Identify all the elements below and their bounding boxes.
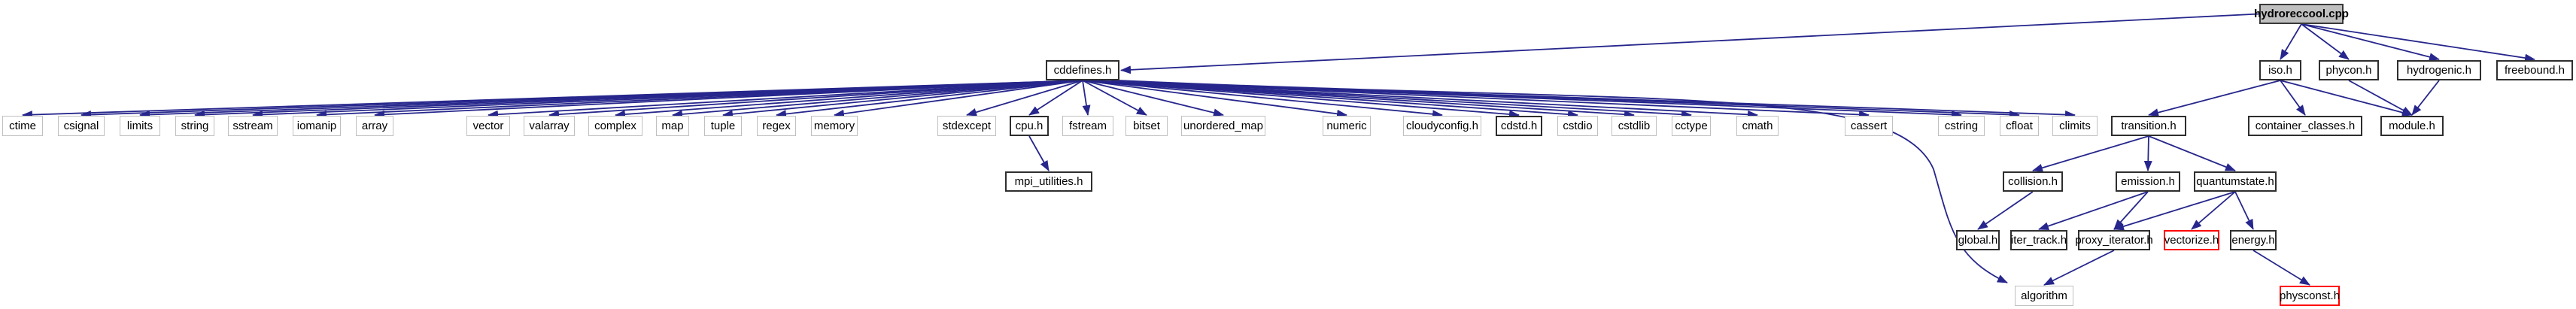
edge-phycon_h-module_h [2348, 80, 2413, 116]
edge-transition_h-emission_h [2143, 135, 2152, 171]
node-quantumstate_h[interactable]: quantumstate.h [2194, 171, 2277, 192]
edge-cddefines_h-cpu_h [1028, 80, 1083, 116]
edge-iso_h-container_classes_h [2280, 80, 2306, 116]
node-cloudyconfig_h: cloudyconfig.h [1403, 116, 1481, 136]
edge-hydroreccool_cpp-freebound_h [2301, 23, 2535, 62]
node-transition_h[interactable]: transition.h [2111, 116, 2186, 136]
edge-cddefines_h-stdexcept [966, 80, 1083, 117]
node-numeric: numeric [1323, 116, 1371, 136]
edge-collision_h-global_h [1977, 191, 2034, 230]
edge-cpu_h-mpi_utilities_h [1028, 135, 1050, 171]
node-csignal: csignal [58, 116, 105, 136]
node-container_classes_h[interactable]: container_classes.h [2248, 116, 2362, 136]
edge-cddefines_h-map [672, 80, 1083, 119]
node-climits: climits [2052, 116, 2098, 136]
edge-cddefines_h-array [374, 80, 1083, 119]
node-hydrogenic_h[interactable]: hydrogenic.h [2397, 60, 2481, 80]
node-freebound_h[interactable]: freebound.h [2496, 60, 2573, 80]
edge-cddefines_h-valarray [548, 80, 1083, 119]
node-array: array [356, 116, 393, 136]
edge-cddefines_h-cdstd_h [1082, 80, 1520, 119]
node-hydroreccool_cpp[interactable]: hydroreccool.cpp [2254, 4, 2349, 24]
edge-cddefines_h-numeric [1082, 80, 1347, 118]
edge-cddefines_h-cloudyconfig_h [1082, 80, 1443, 119]
node-unordered_map: unordered_map [1181, 116, 1265, 136]
edge-hydrogenic_h-module_h [2411, 80, 2440, 116]
edge-cddefines_h-regex [776, 80, 1083, 119]
edge-cddefines_h-complex [615, 80, 1083, 119]
node-vectorize_h[interactable]: vectorize.h [2164, 230, 2219, 250]
node-cfloat: cfloat [2000, 116, 2039, 136]
node-fstream: fstream [1062, 116, 1113, 136]
edge-cddefines_h-unordered_map [1082, 80, 1224, 117]
node-limits: limits [120, 116, 160, 136]
edge-cddefines_h-memory [834, 80, 1083, 118]
edge-iso_h-module_h [2280, 80, 2413, 117]
edge-hydroreccool_cpp-hydrogenic_h [2301, 23, 2440, 62]
node-mpi_utilities_h[interactable]: mpi_utilities.h [1005, 171, 1092, 192]
edge-cddefines_h-bitset [1082, 80, 1147, 116]
node-iso_h[interactable]: iso.h [2259, 60, 2301, 80]
edge-hydroreccool_cpp-iso_h [2280, 23, 2302, 60]
node-cdstd_h[interactable]: cdstd.h [1496, 116, 1542, 136]
node-energy_h[interactable]: energy.h [2230, 230, 2277, 250]
node-regex: regex [757, 116, 796, 136]
node-module_h[interactable]: module.h [2380, 116, 2444, 136]
edge-transition_h-collision_h [2032, 135, 2149, 172]
node-cstdio: cstdio [1557, 116, 1598, 136]
node-iter_track_h[interactable]: iter_track.h [2010, 230, 2067, 250]
node-iomanip: iomanip [293, 116, 341, 136]
node-algorithm: algorithm [2015, 286, 2073, 306]
node-phycon_h[interactable]: phycon.h [2319, 60, 2379, 80]
node-emission_h[interactable]: emission.h [2116, 171, 2180, 192]
node-physconst_h[interactable]: physconst.h [2280, 286, 2340, 306]
edge-quantumstate_h-vectorize_h [2191, 191, 2236, 230]
edge-hydroreccool_cpp-cddefines_h [1120, 13, 2260, 74]
node-cctype: cctype [1672, 116, 1711, 136]
edge-cddefines_h-tuple [722, 80, 1083, 119]
node-sstream: sstream [228, 116, 278, 136]
node-collision_h[interactable]: collision.h [2003, 171, 2063, 192]
edge-proxy_iterator_h-algorithm [2043, 250, 2115, 286]
edge-cddefines_h-fstream [1082, 80, 1091, 116]
node-cddefines_h[interactable]: cddefines.h [1046, 60, 1119, 80]
edge-hydroreccool_cpp-phycon_h [2301, 23, 2350, 60]
node-cassert: cassert [1845, 116, 1893, 136]
node-complex: complex [588, 116, 642, 136]
edge-energy_h-physconst_h [2252, 250, 2310, 286]
node-proxy_iterator_h[interactable]: proxy_iterator.h [2075, 230, 2153, 250]
node-valarray: valarray [524, 116, 575, 136]
node-cmath: cmath [1736, 116, 1779, 136]
node-tuple: tuple [704, 116, 742, 136]
node-memory: memory [811, 116, 858, 136]
node-vector: vector [466, 116, 510, 136]
edge-quantumstate_h-proxy_iterator_h [2113, 191, 2236, 231]
node-map: map [656, 116, 689, 136]
node-global_h[interactable]: global.h [1956, 230, 2000, 250]
edge-iso_h-transition_h [2148, 80, 2281, 117]
edge-quantumstate_h-energy_h [2234, 191, 2254, 230]
edge-transition_h-quantumstate_h [2148, 135, 2236, 171]
node-cstring: cstring [1938, 116, 1985, 136]
node-stdexcept: stdexcept [937, 116, 996, 136]
node-cpu_h[interactable]: cpu.h [1010, 116, 1049, 136]
node-ctime: ctime [2, 116, 43, 136]
edge-emission_h-iter_track_h [2038, 191, 2149, 230]
node-string: string [175, 116, 214, 136]
node-cstdlib: cstdlib [1612, 116, 1657, 136]
node-bitset: bitset [1125, 116, 1168, 136]
edge-cddefines_h-cmath [1082, 80, 1758, 119]
